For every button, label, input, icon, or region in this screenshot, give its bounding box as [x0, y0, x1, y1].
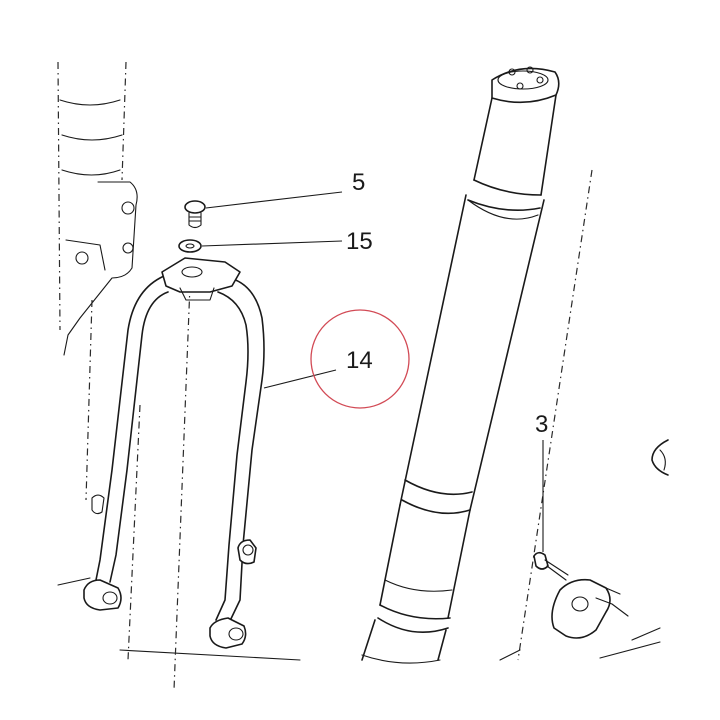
- callout-14[interactable]: 14: [346, 347, 373, 374]
- washer-part: [178, 239, 202, 253]
- brace-bolt-part: [184, 200, 206, 229]
- highlight-circle: [310, 309, 410, 409]
- leader-line-15: [201, 240, 343, 247]
- hose-clamp-part: [551, 578, 629, 639]
- leader-line-5: [205, 191, 343, 209]
- callout-5[interactable]: 5: [352, 169, 365, 196]
- brace-axis-line: [173, 284, 191, 691]
- right-edge-component: [499, 439, 669, 661]
- right-fork-leg: [361, 66, 593, 664]
- callout-3[interactable]: 3: [535, 411, 548, 438]
- left-fork-leg-ghost: [57, 61, 301, 661]
- leader-line-14: [263, 369, 337, 389]
- fork-brace: [83, 257, 265, 649]
- callout-15[interactable]: 15: [346, 228, 373, 255]
- hose-clamp-bolt-part: [533, 551, 569, 581]
